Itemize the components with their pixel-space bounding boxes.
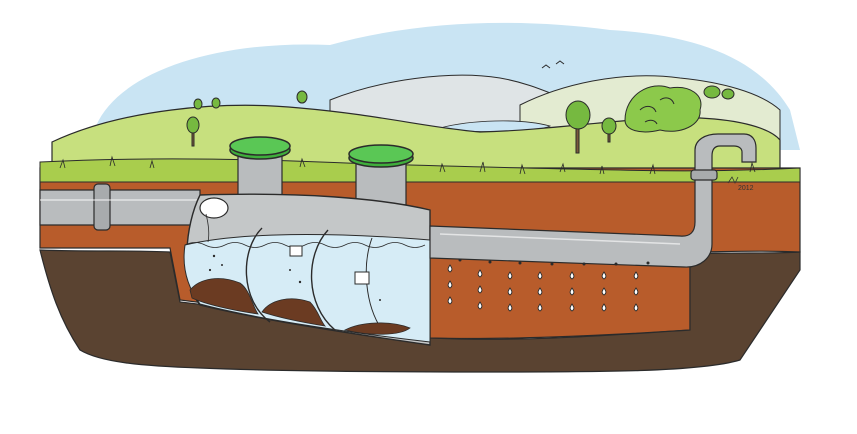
sludge-chamber-1	[189, 278, 259, 315]
outlet-pipe	[429, 133, 757, 268]
septic-tank	[183, 136, 431, 346]
tank-chamber-divider-1	[245, 227, 271, 323]
birds	[541, 60, 565, 69]
drain-drops-column	[447, 264, 453, 305]
artist-signature: 2012	[738, 185, 754, 192]
drain-drops-column	[507, 271, 513, 312]
hills	[51, 74, 781, 176]
drain-field	[447, 258, 650, 312]
sludge-chamber-2	[261, 298, 326, 327]
drain-drops-column	[477, 269, 483, 310]
drain-drops-column	[537, 271, 543, 312]
tank-chamber-divider-2	[310, 229, 336, 331]
trees	[186, 85, 735, 154]
drain-drops-column	[569, 271, 575, 312]
drain-drops-column	[601, 271, 607, 312]
subsoil	[39, 249, 801, 373]
inlet-pipe	[39, 183, 201, 231]
drain-drops-column	[633, 271, 639, 312]
